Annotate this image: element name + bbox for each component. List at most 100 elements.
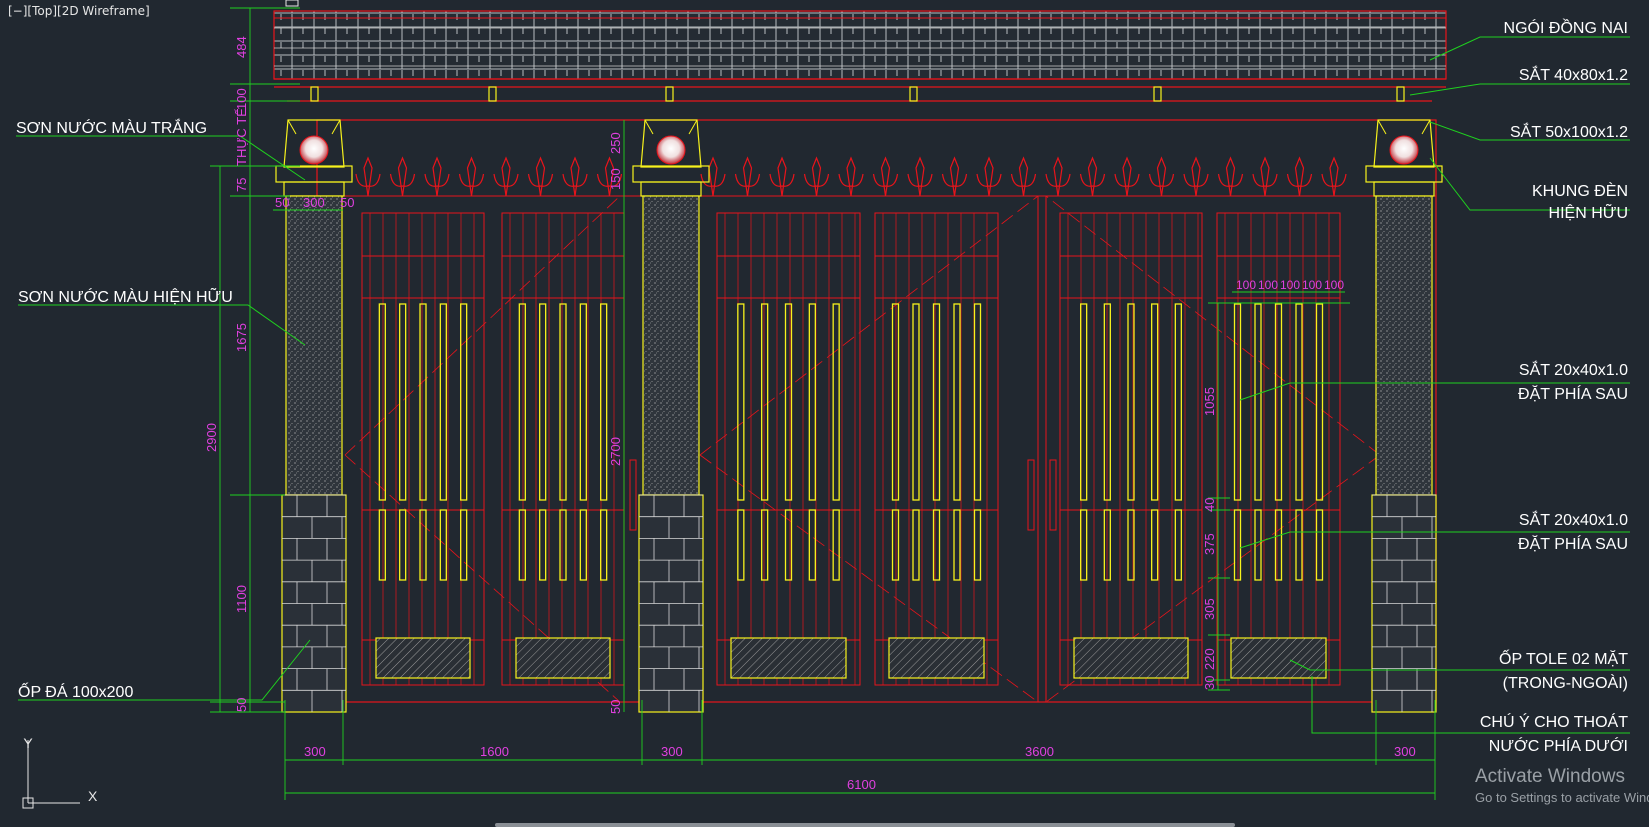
- spear-finials: [355, 156, 1347, 197]
- tole-panel: [1073, 637, 1189, 679]
- yellow-bar: [460, 303, 468, 501]
- dim-1675: 1675: [234, 323, 249, 352]
- yellow-bar: [912, 303, 920, 501]
- yellow-bar: [539, 509, 547, 581]
- spear-finial: [1079, 156, 1106, 197]
- viewport-view-button[interactable]: [Top]: [27, 4, 58, 18]
- yellow-bar: [737, 509, 745, 581]
- tole-panel: [730, 637, 847, 679]
- yellow-bar: [761, 303, 769, 501]
- spear-finial: [1217, 156, 1244, 197]
- label-paint-white: SƠN NƯỚC MÀU TRẮNG: [16, 118, 207, 137]
- ucs-x-label: X: [88, 788, 98, 804]
- viewcube-stub[interactable]: [285, 0, 299, 7]
- yellow-bar: [932, 303, 941, 501]
- label-drain: CHÚ Ý CHO THOÁT: [1480, 712, 1628, 731]
- yellow-bar: [460, 509, 468, 581]
- spear-finial: [1114, 156, 1140, 197]
- spear-finial: [1321, 156, 1347, 197]
- yellow-bar: [973, 509, 982, 581]
- dim-col-300: 300: [303, 195, 325, 210]
- yellow-bar: [1315, 509, 1324, 581]
- spear-finial: [769, 156, 795, 197]
- yellow-bar: [1174, 509, 1182, 581]
- yellow-bar: [1315, 303, 1324, 501]
- gate-panel: [716, 212, 861, 686]
- dim-50-left: 50: [234, 698, 249, 712]
- lamp-frame: [283, 119, 345, 168]
- watermark-title: Activate Windows: [1475, 766, 1625, 787]
- dim-1100: 1100: [234, 585, 249, 613]
- beam-stud: [1153, 86, 1162, 102]
- label-iron-20x40-b: SẮT 20x40x1.0: [1519, 510, 1628, 529]
- spear-finial: [562, 156, 588, 197]
- dim-bar-100-5: 100: [1324, 278, 1344, 292]
- leader-lines: [16, 36, 1630, 734]
- gate-panel: [501, 212, 625, 686]
- spear-finial: [458, 156, 485, 197]
- spear-finial: [734, 156, 761, 197]
- viewport-style-button[interactable]: [2D Wireframe]: [57, 4, 150, 18]
- label-iron-20x40-b-2: ĐẶT PHÍA SAU: [1518, 534, 1628, 553]
- gate-panel: [1059, 212, 1203, 686]
- yellow-bar: [1295, 303, 1303, 501]
- dim-bottom-gate-right: 3600: [1025, 744, 1054, 759]
- spear-finial: [1010, 156, 1037, 197]
- dim-50-mid: 50: [608, 700, 623, 714]
- yellow-bar: [832, 509, 840, 581]
- viewport-controls: [−][Top][2D Wireframe]: [8, 4, 150, 18]
- yellow-bar: [1254, 303, 1262, 501]
- yellow-bar: [1233, 509, 1242, 581]
- stone-body: [642, 195, 700, 496]
- yellow-bar: [419, 303, 427, 501]
- yellow-bar: [1233, 303, 1242, 501]
- cap-plate: [1365, 165, 1443, 183]
- yellow-bar: [737, 303, 745, 501]
- dim-col-50a: 50: [275, 195, 289, 210]
- yellow-bar: [912, 509, 920, 581]
- yellow-bar: [1080, 509, 1088, 581]
- dim-250: 250: [608, 132, 623, 154]
- dim-thucte: THỰC TẾ: [234, 108, 249, 166]
- dim-bar-100-1: 100: [1236, 278, 1256, 292]
- roof-tiles: [273, 10, 1447, 80]
- spear-finial: [700, 156, 726, 197]
- yellow-bar: [518, 303, 526, 501]
- yellow-bar: [973, 303, 982, 501]
- yellow-bar: [784, 509, 793, 581]
- label-tile: NGÓI ĐỒNG NAI: [1504, 18, 1628, 37]
- yellow-bar: [399, 509, 407, 581]
- label-iron-20x40-a: SẮT 20x40x1.0: [1519, 360, 1628, 379]
- horizontal-scrollbar[interactable]: [495, 823, 1235, 827]
- dim-375: 375: [1202, 533, 1217, 555]
- dim-150: 150: [608, 168, 623, 190]
- viewport-minus-button[interactable]: [−]: [8, 4, 28, 18]
- yellow-bar: [1080, 303, 1088, 501]
- lamp-frame: [640, 119, 702, 168]
- spear-finial: [976, 156, 1002, 197]
- roof-beam: [274, 86, 1446, 102]
- lamp-globe: [299, 135, 329, 165]
- dimension-texts: 484 100 THỰC TẾ 75 1675 2900 1100 50 50 …: [204, 36, 1416, 792]
- spear-finial: [389, 156, 416, 197]
- beam-stud: [488, 86, 497, 102]
- dim-bottom-col-left: 300: [304, 744, 326, 759]
- spear-finial: [941, 156, 968, 197]
- column: [275, 119, 353, 713]
- dim-484: 484: [234, 36, 249, 58]
- yellow-bar: [953, 303, 961, 501]
- stone-body: [285, 195, 343, 496]
- label-tole-2: (TRONG-NGOÀI): [1503, 673, 1628, 692]
- yellow-bar: [1151, 509, 1159, 581]
- stone-body: [1375, 195, 1433, 496]
- dim-2700: 2700: [608, 437, 623, 466]
- yellow-bar: [399, 303, 407, 501]
- cap-plate: [632, 165, 710, 183]
- column: [632, 119, 710, 713]
- spear-finial: [596, 156, 623, 197]
- spear-finial: [355, 156, 381, 197]
- beam-stud: [310, 86, 319, 102]
- spear-finial: [1183, 156, 1209, 197]
- yellow-bar: [559, 509, 567, 581]
